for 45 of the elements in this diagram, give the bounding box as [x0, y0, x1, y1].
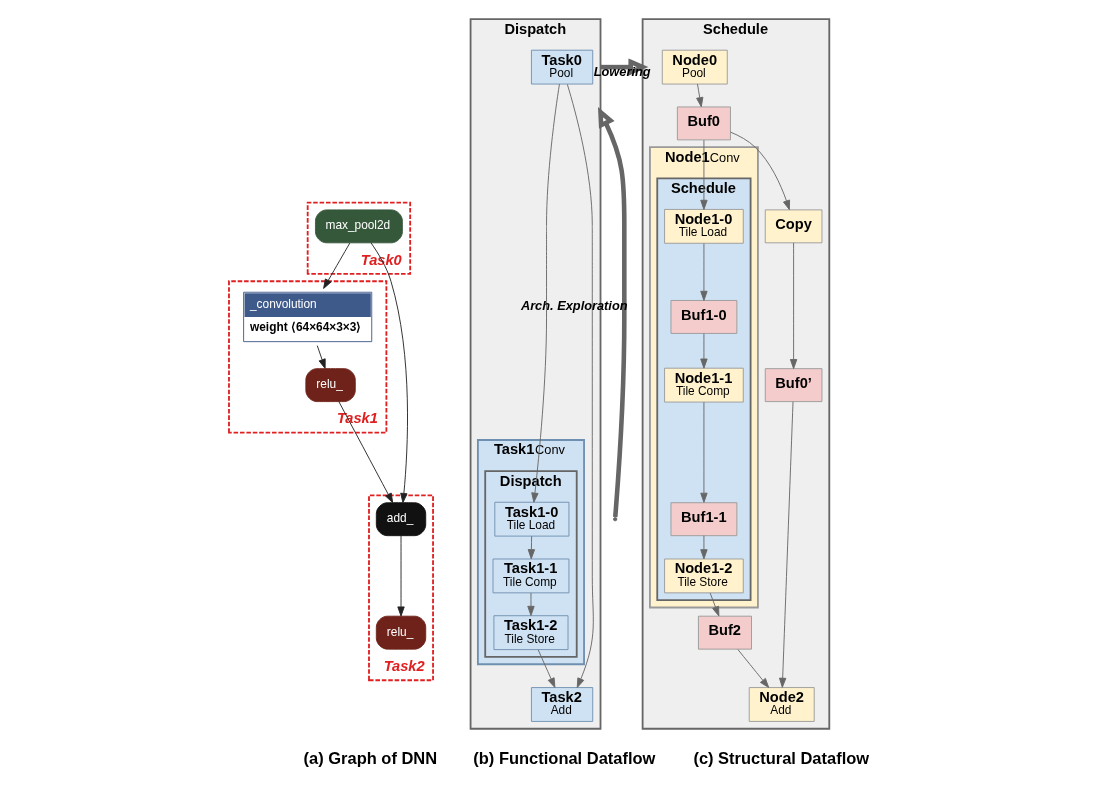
arrow: [700, 535, 708, 560]
arrow: [598, 107, 627, 518]
arrow: [338, 401, 394, 504]
arrow: [696, 83, 704, 108]
label: (c) Structural Dataflow: [693, 748, 870, 767]
arrow: [789, 242, 798, 370]
label: (a) Graph of DNN: [303, 748, 438, 767]
node-box: Node1-2 Tile Store: [664, 558, 744, 594]
arrow: [709, 592, 720, 617]
arrow: [537, 649, 556, 688]
arrow: [316, 345, 326, 369]
node-box: max_pool2d: [315, 209, 403, 244]
node-box: Task1-1 Tile Comp: [492, 558, 570, 594]
arrow: [730, 131, 791, 211]
label: (b) Functional Dataflow: [473, 748, 656, 767]
node-box: Task0 Pool: [530, 49, 594, 85]
arrow: [323, 242, 351, 289]
arrow: [700, 243, 708, 301]
arrow: [566, 83, 594, 688]
arrow: [700, 333, 708, 369]
arrow: [397, 535, 405, 617]
node-box: Task1-2 Tile Store: [493, 615, 569, 651]
node-box: Buf2: [697, 615, 752, 650]
arrow: [700, 401, 708, 503]
node-box: relu_: [305, 368, 356, 403]
node-box: Task2 Add: [530, 687, 594, 722]
node-box: Copy: [764, 209, 823, 244]
node-box: Buf0: [676, 106, 731, 141]
arrow: [700, 139, 708, 210]
node-box: Node1-1 Tile Comp: [664, 367, 744, 403]
node-box: relu_: [375, 615, 427, 650]
node-box: Node0 Pool: [661, 49, 728, 85]
node-box: Buf0’: [764, 368, 823, 403]
node-box: Task1-0 Tile Load: [494, 501, 570, 537]
arrow: [531, 83, 560, 503]
arrow: [527, 592, 535, 616]
arrow: [779, 401, 794, 688]
arrow: [527, 535, 536, 560]
node-box: Node2 Add: [748, 687, 815, 722]
node-box: Node1-0 Tile Load: [664, 208, 744, 244]
arrow: [370, 242, 408, 504]
arrow: [737, 649, 770, 688]
node-box: Buf1-0: [670, 300, 738, 334]
node-box: add_: [375, 502, 427, 537]
node-box: Buf1-1: [670, 502, 738, 537]
